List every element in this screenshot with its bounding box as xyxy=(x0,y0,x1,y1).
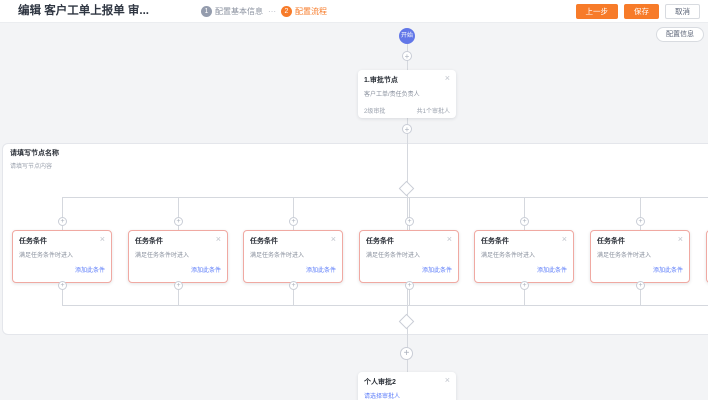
approval-node-title: 1.审批节点 xyxy=(364,77,398,84)
add-node-icon[interactable]: + xyxy=(402,51,412,61)
branch-card-title: 任务条件 xyxy=(19,238,47,245)
step-separator-icon: ⋯ xyxy=(268,6,276,16)
end-approval-card[interactable]: 个人审批2 × 请选择审批人 xyxy=(358,372,456,400)
branch-condition-card[interactable]: 任务条件 × 满足任务条件时进入 添加此条件 xyxy=(128,230,228,283)
add-node-icon[interactable]: + xyxy=(289,217,298,226)
branch-card-link[interactable]: 添加此条件 xyxy=(305,268,336,274)
branch-item: + 任务条件 × 满足任务条件时进入 添加此条件 + xyxy=(128,197,228,305)
main-flow-line xyxy=(407,43,408,373)
approval-node-footer-right: 共1个审批人 xyxy=(416,109,450,115)
close-icon[interactable]: × xyxy=(99,234,105,244)
branch-card-link[interactable]: 添加此条件 xyxy=(421,268,452,274)
close-icon[interactable]: × xyxy=(215,234,221,244)
branch-card-body: 满足任务条件时进入 xyxy=(481,253,536,259)
branch-card-title: 任务条件 xyxy=(597,238,625,245)
end-approval-title: 个人审批2 xyxy=(364,379,396,386)
approval-node-footer-left: 2级审批 xyxy=(364,109,386,115)
close-icon[interactable]: × xyxy=(561,234,567,244)
add-node-icon[interactable]: + xyxy=(174,281,183,290)
add-node-icon[interactable]: + xyxy=(58,281,67,290)
branch-card-body: 满足任务条件时进入 xyxy=(250,253,305,259)
approval-node-card[interactable]: 1.审批节点 × 客户工单/责任负责人 2级审批 共1个审批人 xyxy=(358,70,456,118)
step-1-badge-icon: 1 xyxy=(201,5,212,17)
branch-bottom-line xyxy=(62,305,708,306)
start-node[interactable]: 开始 xyxy=(399,28,415,44)
branch-card-link[interactable]: 添加此条件 xyxy=(536,268,567,274)
add-node-icon[interactable]: + xyxy=(58,217,67,226)
add-node-icon[interactable]: + xyxy=(520,217,529,226)
add-node-icon[interactable]: + xyxy=(405,281,414,290)
page-title: 编辑 客户工单上报单 审... xyxy=(18,5,149,17)
add-node-icon[interactable]: + xyxy=(636,217,645,226)
cancel-button[interactable]: 取消 xyxy=(665,4,700,19)
select-approver-link[interactable]: 请选择审批人 xyxy=(364,394,401,400)
step-2-label: 配置流程 xyxy=(295,6,327,16)
step-2-badge-icon: 2 xyxy=(281,5,292,17)
branch-condition-card[interactable]: 任务条件 × 满足任务条件时进入 添加此条件 xyxy=(590,230,690,283)
add-node-icon[interactable]: + xyxy=(405,217,414,226)
branch-card-title: 任务条件 xyxy=(250,238,278,245)
close-icon[interactable]: × xyxy=(444,375,450,385)
approval-node-subtitle: 客户工单/责任负责人 xyxy=(364,92,420,98)
close-icon[interactable]: × xyxy=(444,73,450,83)
add-node-icon[interactable]: + xyxy=(174,217,183,226)
branch-card-title: 任务条件 xyxy=(366,238,394,245)
branch-item: + 任务条件 × 满足任务条件时进入 添加此条件 + xyxy=(359,197,459,305)
branch-condition-card[interactable]: 任务条件 × 满足任务条件时进入 添加此条件 xyxy=(359,230,459,283)
step-indicator: 1 配置基本信息 ⋯ 2 配置流程 xyxy=(201,0,327,22)
step-1-label: 配置基本信息 xyxy=(215,6,263,16)
branch-card-link[interactable]: 添加此条件 xyxy=(74,268,105,274)
close-icon[interactable]: × xyxy=(446,234,452,244)
branch-card-link[interactable]: 添加此条件 xyxy=(190,268,221,274)
close-icon[interactable]: × xyxy=(677,234,683,244)
branch-card-body: 满足任务条件时进入 xyxy=(366,253,421,259)
branch-card-title: 任务条件 xyxy=(481,238,509,245)
branch-card-title: 任务条件 xyxy=(135,238,163,245)
add-node-icon[interactable]: + xyxy=(636,281,645,290)
branch-card-body: 满足任务条件时进入 xyxy=(135,253,190,259)
step-basic-info[interactable]: 1 配置基本信息 xyxy=(201,5,263,17)
branch-top-line xyxy=(62,197,708,198)
branch-container-subtitle: 请填写节点内容 xyxy=(10,164,53,170)
add-node-icon[interactable]: + xyxy=(520,281,529,290)
close-icon[interactable]: × xyxy=(330,234,336,244)
step-configure-flow[interactable]: 2 配置流程 xyxy=(281,5,327,17)
branch-item: + 任务条件 × 满足任务条件时进入 添加此条件 + xyxy=(590,197,690,305)
branch-card-body: 满足任务条件时进入 xyxy=(19,253,74,259)
branch-condition-card[interactable]: 任务条件 × 满足任务条件时进入 添加此条件 xyxy=(474,230,574,283)
add-node-icon[interactable]: + xyxy=(402,124,412,134)
branch-item: + 任务条件 × 满足任务条件时进入 添加此条件 + xyxy=(12,197,112,305)
save-button[interactable]: 保存 xyxy=(624,4,659,19)
header-bar: 编辑 客户工单上报单 审... 1 配置基本信息 ⋯ 2 配置流程 上一步 保存… xyxy=(0,0,708,23)
branch-item: + 任务条件 × 满足任务条件时进入 添加此条件 + xyxy=(706,197,708,305)
branch-item: + 任务条件 × 满足任务条件时进入 添加此条件 + xyxy=(243,197,343,305)
canvas-settings-button[interactable]: 配置信息 xyxy=(656,27,704,42)
branch-item: + 任务条件 × 满足任务条件时进入 添加此条件 + xyxy=(474,197,574,305)
branch-card-body: 满足任务条件时进入 xyxy=(597,253,652,259)
add-node-icon[interactable]: + xyxy=(400,347,413,360)
branch-condition-card[interactable]: 任务条件 × 满足任务条件时进入 添加此条件 xyxy=(12,230,112,283)
header-actions: 上一步 保存 取消 xyxy=(575,4,700,19)
branch-condition-card[interactable]: 任务条件 × 满足任务条件时进入 添加此条件 xyxy=(243,230,343,283)
branch-card-link[interactable]: 添加此条件 xyxy=(652,268,683,274)
add-node-icon[interactable]: + xyxy=(289,281,298,290)
prev-step-button[interactable]: 上一步 xyxy=(575,4,618,19)
branch-container-title: 请填写节点名称 xyxy=(10,150,59,157)
